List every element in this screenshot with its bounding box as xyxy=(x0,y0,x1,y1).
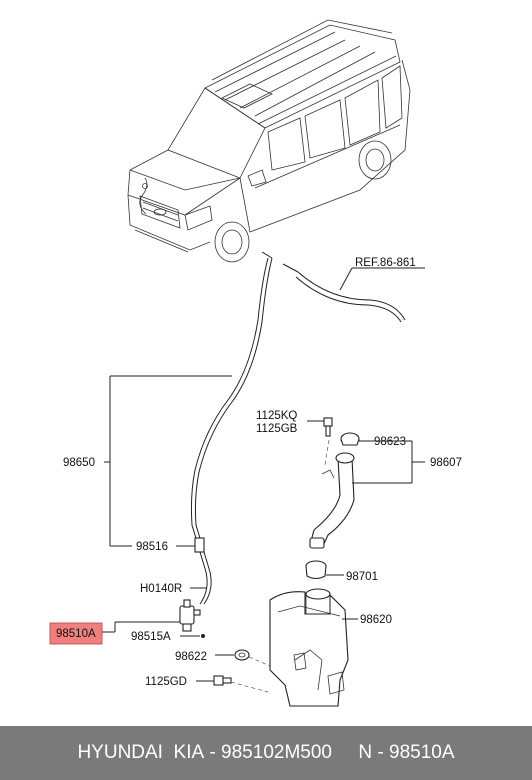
cap-98623: 98623 xyxy=(340,432,406,448)
callout-98607: 98607 xyxy=(352,440,462,484)
seal-98701: 98701 xyxy=(305,560,378,583)
footer-sep1: - xyxy=(204,742,222,763)
label-98650: 98650 xyxy=(63,457,95,469)
label-98510A: 98510A xyxy=(56,628,96,640)
label-98607: 98607 xyxy=(430,457,462,469)
callout-98516: 98516 xyxy=(110,541,195,553)
label-1125GB: 1125GB xyxy=(256,423,298,435)
parts-diagram: REF.86-861 98650 98516 H0140R 98510A 985… xyxy=(49,19,462,707)
ref-label: REF.86-861 xyxy=(355,257,416,269)
label-H0140R: H0140R xyxy=(140,583,182,595)
callout-98510A: 98510A xyxy=(49,621,180,645)
footer-brand: HYUNDAI KIA xyxy=(77,742,205,763)
filler-neck xyxy=(309,452,355,549)
footer-part-number: 98510A xyxy=(389,742,455,763)
washer-pump xyxy=(179,599,201,632)
reservoir-98620: 98620 xyxy=(269,588,392,707)
highlight-box xyxy=(49,622,103,645)
vehicle-illustration xyxy=(127,19,411,263)
callout-98650: 98650 xyxy=(63,375,232,546)
footer-bar: HYUNDAI KIA - 985102M500 N - 98510A xyxy=(0,726,532,780)
bolt-1125GD: 1125GD xyxy=(145,675,232,688)
footer-gap xyxy=(332,742,358,764)
label-1125KQ: 1125KQ xyxy=(256,410,297,422)
bolt-1125KQ: 1125KQ 1125GB xyxy=(256,410,333,437)
label-98515A: 98515A xyxy=(131,631,171,643)
footer-sep2: - xyxy=(372,742,390,763)
washer-hose xyxy=(190,251,406,605)
label-98516: 98516 xyxy=(136,541,168,553)
footer-oem-number: 985102M500 xyxy=(221,742,332,763)
callout-H0140R: H0140R xyxy=(140,583,207,595)
label-98701: 98701 xyxy=(346,571,378,583)
label-98623: 98623 xyxy=(374,436,406,448)
grommet-98622: 98622 xyxy=(175,649,250,663)
label-98620: 98620 xyxy=(360,614,392,626)
ref-callout: REF.86-861 xyxy=(339,257,425,291)
footer-n: N xyxy=(358,742,373,763)
label-1125GD: 1125GD xyxy=(145,676,187,688)
label-98622: 98622 xyxy=(175,651,207,663)
callout-98515A: 98515A xyxy=(131,631,205,643)
